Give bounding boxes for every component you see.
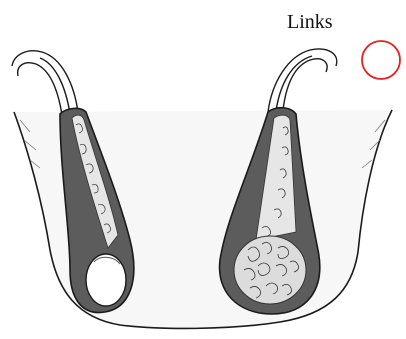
left-cord bbox=[12, 51, 78, 115]
left-testis bbox=[86, 254, 126, 306]
side-label: Links bbox=[287, 12, 333, 32]
right-cord bbox=[268, 49, 337, 112]
red-circle-outline-icon bbox=[360, 39, 402, 81]
